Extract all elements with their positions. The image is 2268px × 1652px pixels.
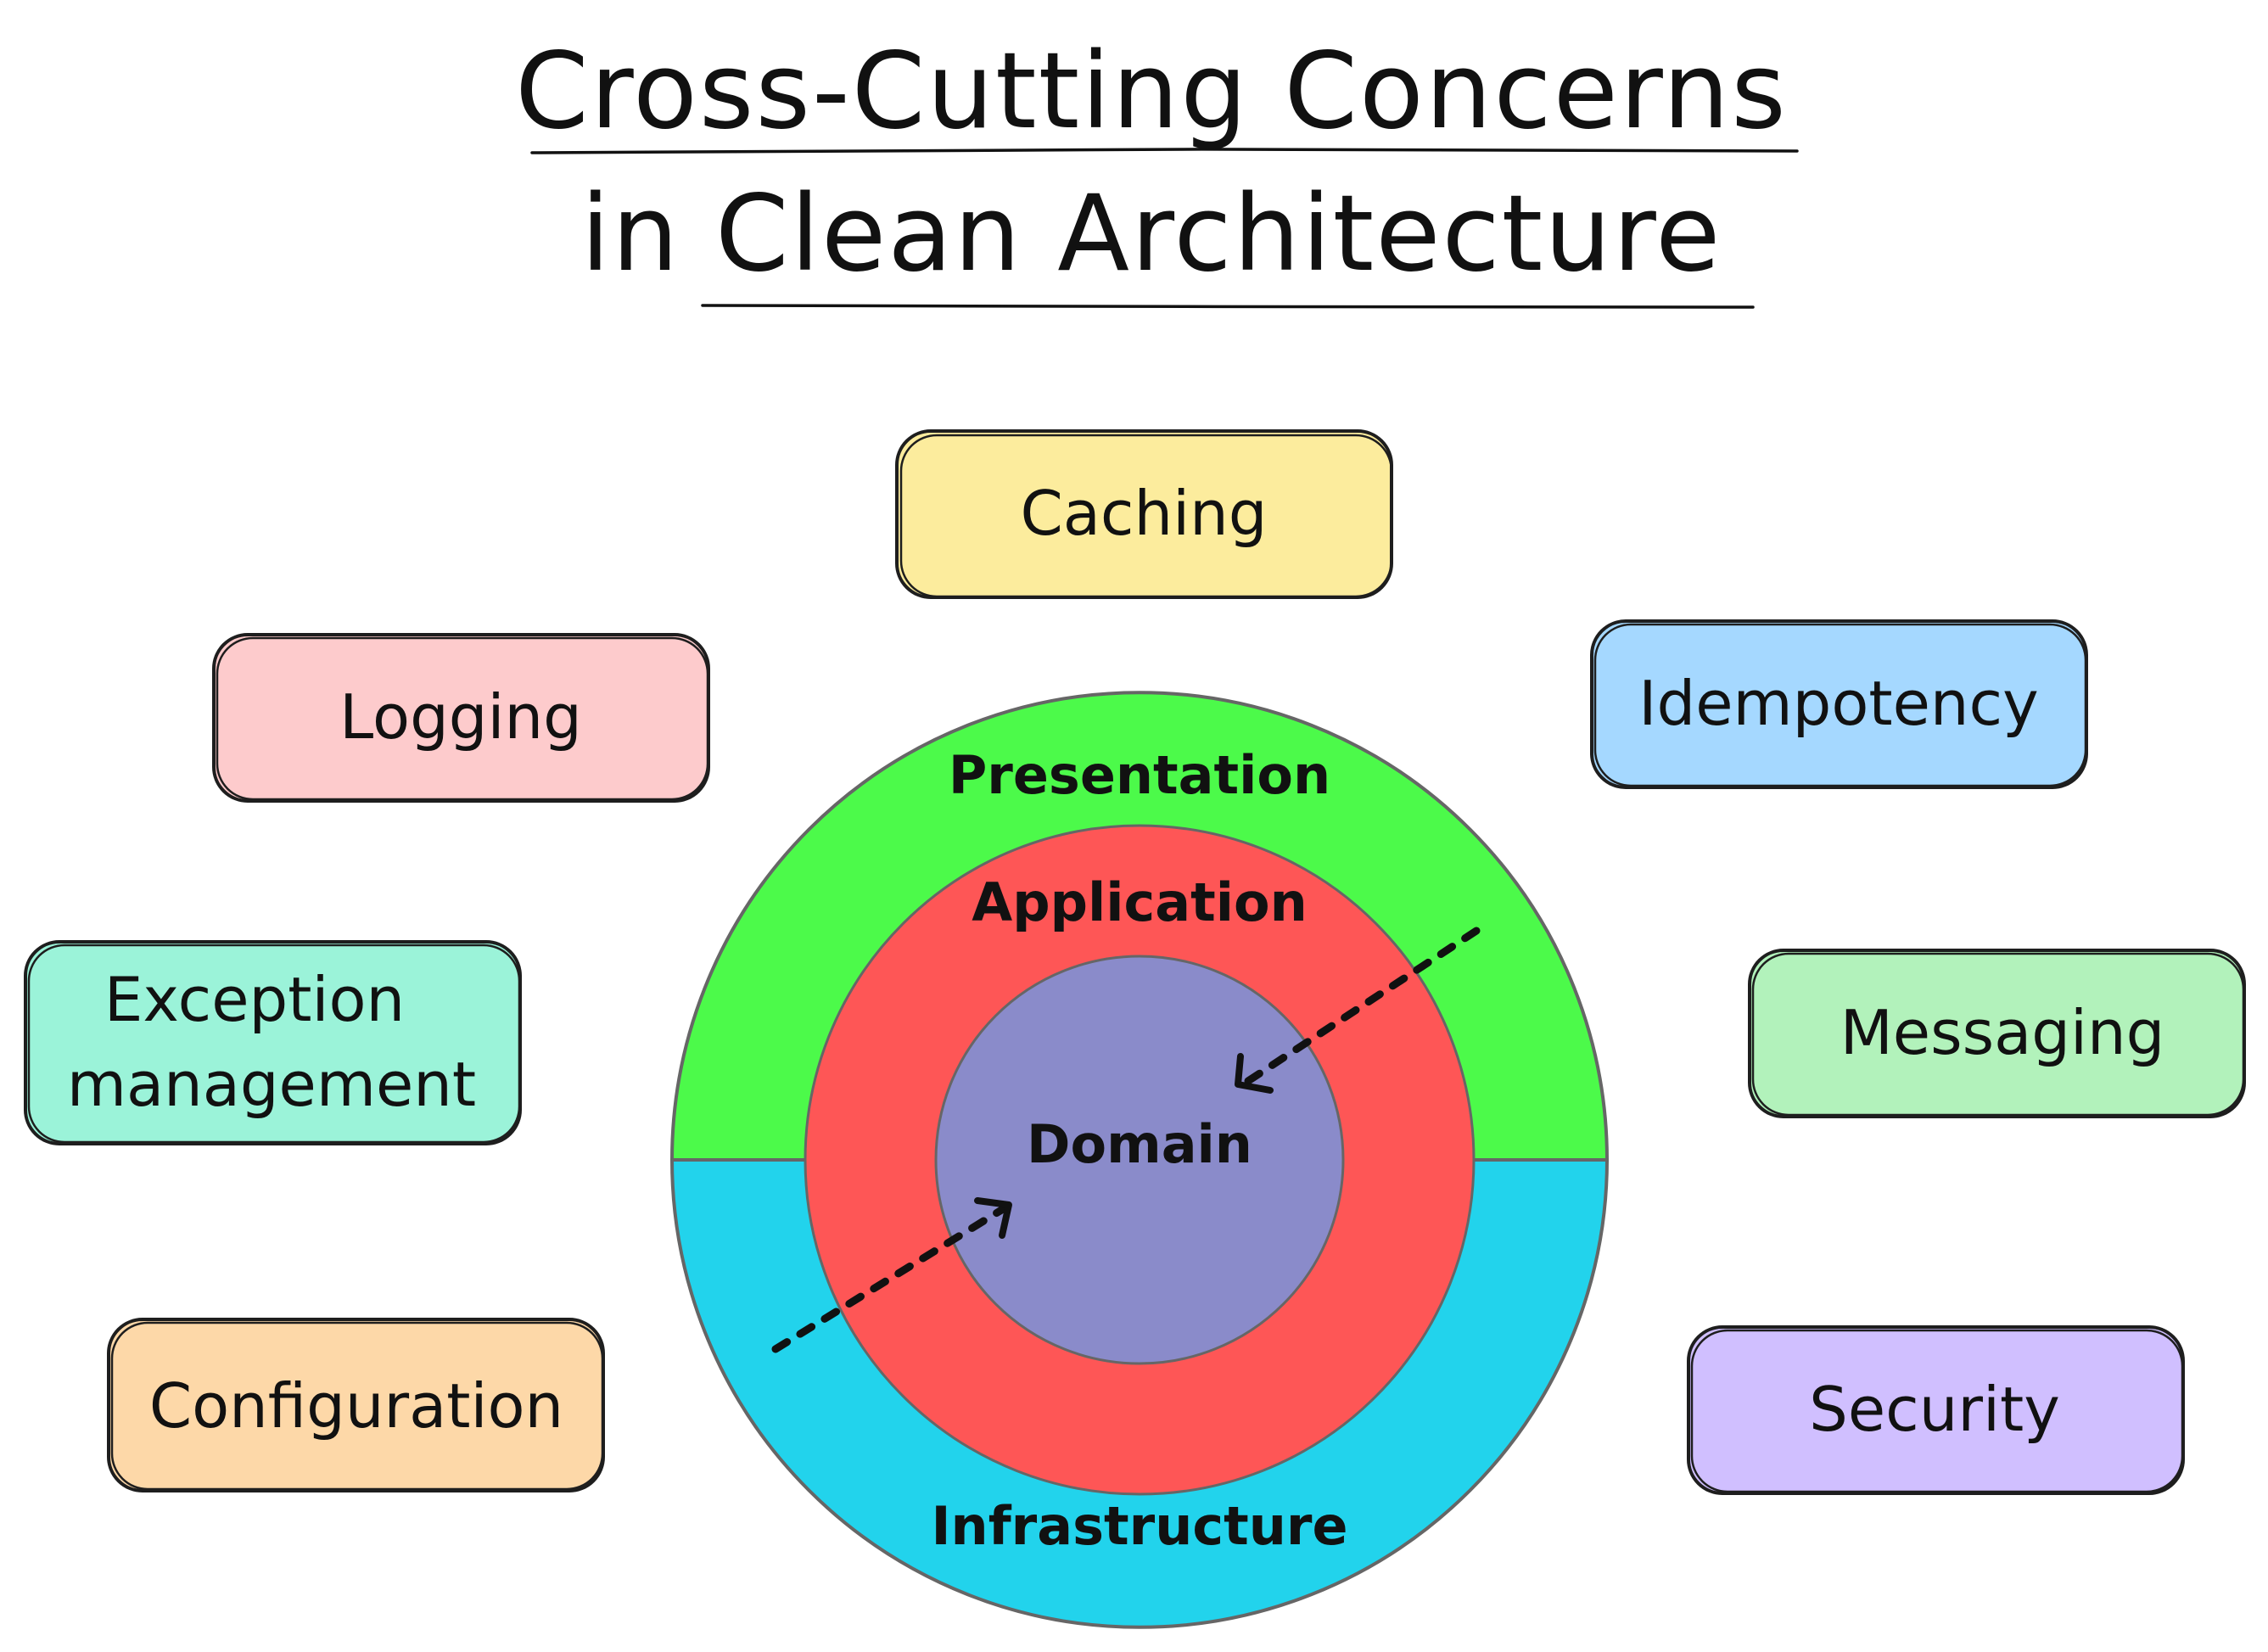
security-label: Security [1809, 1374, 2060, 1445]
concern-exception-management: Exception management [24, 940, 522, 1145]
concern-messaging: Messaging [1748, 949, 2246, 1118]
domain-label: Domain [1027, 1113, 1252, 1175]
layer-circles: Presentation Application Domain Infrastr… [669, 691, 1610, 1629]
caching-label: Caching [1021, 478, 1268, 549]
title-underline-2 [701, 304, 1755, 309]
title-line-1: Cross-Cutting Concerns [515, 31, 1788, 153]
logging-label: Logging [339, 681, 582, 753]
dependency-arrow-infrastructure-to-domain [771, 1205, 1007, 1353]
dependency-arrowhead-bottom [974, 1197, 1012, 1239]
concern-caching: Caching [895, 429, 1393, 599]
dependency-arrowhead-top [1235, 1053, 1274, 1094]
concern-configuration: Configuration [107, 1318, 605, 1492]
concern-logging: Logging [212, 633, 710, 803]
idempotency-label: Idempotency [1638, 668, 2038, 739]
presentation-label: Presentation [949, 744, 1330, 806]
messaging-label: Messaging [1840, 997, 2165, 1068]
title-line-2: in Clean Architecture [581, 173, 1722, 295]
concern-security: Security [1687, 1325, 2185, 1495]
exception-management-label-line-1: Exception [104, 964, 405, 1035]
exception-management-label-line-2: management [67, 1049, 476, 1120]
diagram-title: Cross-Cutting Concerns in Clean Architec… [515, 31, 1799, 309]
dependency-arrow-presentation-to-domain [1241, 927, 1481, 1087]
configuration-label: Configuration [149, 1370, 563, 1442]
application-label: Application [972, 871, 1307, 933]
concern-idempotency: Idempotency [1590, 619, 2088, 789]
title-underline-1 [530, 148, 1799, 154]
infrastructure-label: Infrastructure [931, 1495, 1347, 1557]
